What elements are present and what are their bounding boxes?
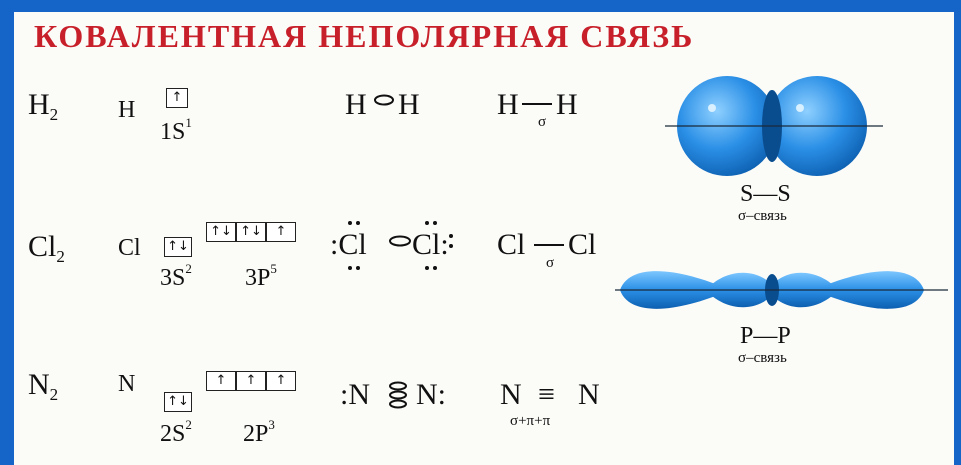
ss-overlap-label: S—S (740, 181, 791, 207)
cl2-shared-pair-icon (389, 235, 411, 247)
cl2-bond-type: σ (546, 255, 555, 271)
cl2-s-orbital-label: 3S2 (160, 262, 192, 290)
h2-atom: H (118, 97, 136, 123)
h2-bond-left: H (497, 88, 519, 121)
cl2-atom: Cl (118, 235, 141, 261)
cl2-s-orbital-electrons: 2 (185, 261, 192, 276)
cl2-p-orbital-name: 3P (245, 265, 271, 291)
cl2-molecule-subscript: 2 (56, 247, 65, 266)
cl2-s-orbital-name: 3S (160, 265, 186, 291)
n2-2p-cell-2: ↑ (236, 371, 266, 391)
n2-p-orbital-name: 2P (243, 421, 269, 447)
p-p-overlap-icon (615, 271, 948, 309)
cl2-lone-pairs-icon (348, 221, 453, 270)
cl2-bond-right: Cl (568, 228, 597, 261)
h2-molecule-symbol: H (28, 88, 50, 121)
pp-overlap-caption: σ–связь (738, 350, 787, 366)
h2-bond-type: σ (538, 114, 547, 130)
n2-2p-cell-3: ↑ (266, 371, 296, 391)
n2-molecule: N2 (28, 368, 59, 404)
h2-molecule-subscript: 2 (49, 105, 59, 124)
h2-orbital-label: 1S1 (160, 116, 192, 144)
h2-molecule: H2 (28, 88, 59, 124)
n2-atom: N (118, 371, 136, 397)
n2-molecule-symbol: N (28, 368, 50, 401)
n2-bond-symbol: ≡ (538, 378, 555, 411)
cl2-molecule-symbol: Cl (28, 230, 57, 263)
n2-formula-left: :N (340, 378, 370, 411)
cl2-3p-cell-3: ↑ (266, 222, 296, 242)
cl2-formula-right: Cl: (412, 228, 449, 261)
h2-1s-cell: ↑ (166, 88, 188, 108)
slide-title: КОВАЛЕНТНАЯ НЕПОЛЯРНАЯ СВЯЗЬ (34, 18, 695, 54)
h2-orbital-name: 1S (160, 119, 186, 145)
n2-molecule-subscript: 2 (49, 385, 59, 404)
n2-shared-pairs-icon (389, 381, 407, 409)
cl2-bond-left: Cl (497, 228, 526, 261)
cl2-p-orbital-electrons: 5 (270, 261, 277, 276)
cl2-molecule: Cl2 (28, 230, 65, 266)
pp-overlap-label: P—P (740, 323, 791, 349)
h2-shared-pair-icon (374, 94, 394, 106)
h2-bond-right: H (556, 88, 578, 121)
cl2-p-orbital-label: 3P5 (245, 262, 277, 290)
cl2-formula-left: :Cl (330, 228, 367, 261)
n2-s-orbital-electrons: 2 (185, 417, 192, 432)
h2-formula-right: H (398, 88, 420, 121)
n2-bond-right: N (578, 378, 600, 411)
h2-formula-left: H (345, 88, 367, 121)
cl2-3p-cell-2: ↑↓ (236, 222, 266, 242)
n2-s-orbital-name: 2S (160, 421, 186, 447)
n2-bond-type: σ+π+π (510, 413, 551, 429)
cl2-3p-cell-1: ↑↓ (206, 222, 236, 242)
n2-2s-cell: ↑↓ (164, 392, 192, 412)
s-s-overlap-icon (665, 76, 883, 176)
n2-bond-left: N (500, 378, 522, 411)
cl2-3s-cell: ↑↓ (164, 237, 192, 257)
n2-p-orbital-label: 2P3 (243, 418, 275, 446)
n2-2p-cell-1: ↑ (206, 371, 236, 391)
h2-orbital-electrons: 1 (185, 115, 192, 130)
n2-s-orbital-label: 2S2 (160, 418, 192, 446)
n2-p-orbital-electrons: 3 (268, 417, 275, 432)
ss-overlap-caption: σ–связь (738, 208, 787, 224)
n2-formula-right: N: (416, 378, 446, 411)
